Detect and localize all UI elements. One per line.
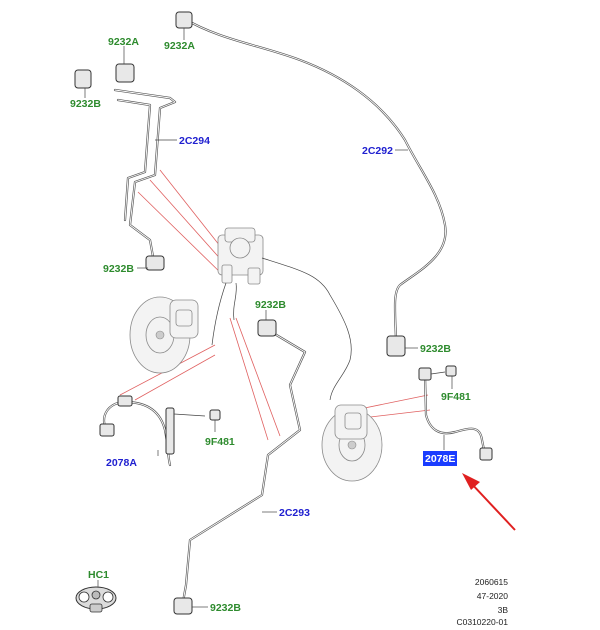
clip-9232a-top (175, 11, 193, 29)
label-2078e: 2078E (425, 453, 455, 465)
label-2c293: 2C293 (279, 507, 310, 519)
label-9232b-right: 9232B (420, 343, 451, 355)
clip-9232a-left (115, 63, 135, 83)
reference-line-4: C0310220-01 (456, 617, 508, 627)
brake-disc-right (321, 404, 383, 482)
label-9232b-upper-left: 9232B (70, 98, 101, 110)
reference-line-2: 47-2020 (476, 591, 508, 601)
label-hc1: HC1 (88, 569, 109, 581)
label-9232a-top: 9232A (164, 40, 195, 52)
label-9f481-right: 9F481 (441, 391, 471, 403)
reference-line-1: 2060615 (474, 577, 508, 587)
reference-leader-lines (119, 169, 431, 441)
clip-9232b-mid-left (145, 255, 165, 271)
label-2078a: 2078A (106, 457, 137, 469)
bracket-9f481-left (209, 409, 221, 421)
label-9232b-mid-left: 9232B (103, 263, 134, 275)
callout-arrow (462, 473, 516, 531)
label-2c292: 2C292 (362, 145, 393, 157)
brake-hose-2078e (418, 365, 493, 461)
clip-9232b-center (257, 319, 277, 337)
brake-hose-2078a (99, 395, 221, 467)
label-leaders (84, 28, 453, 608)
component-hc1 (75, 586, 117, 613)
bracket-9f481-right (445, 365, 457, 377)
abs-module (211, 227, 352, 401)
clip-9232b-right (386, 335, 406, 357)
label-9f481-left: 9F481 (205, 436, 235, 448)
reference-line-3: 3B (497, 605, 508, 615)
clip-9232b-upper-left (74, 69, 92, 89)
brake-line-2c293 (173, 319, 307, 615)
label-9232b-bottom: 9232B (210, 602, 241, 614)
brake-disc-left (129, 296, 199, 374)
label-9232b-center: 9232B (255, 299, 286, 311)
brake-line-2c292 (175, 11, 447, 357)
label-2c294: 2C294 (179, 135, 210, 147)
brake-line-2c294 (74, 63, 177, 271)
highlight-box-2078e (423, 451, 457, 466)
clip-9232b-bottom (173, 597, 193, 615)
label-9232a-left: 9232A (108, 36, 139, 48)
